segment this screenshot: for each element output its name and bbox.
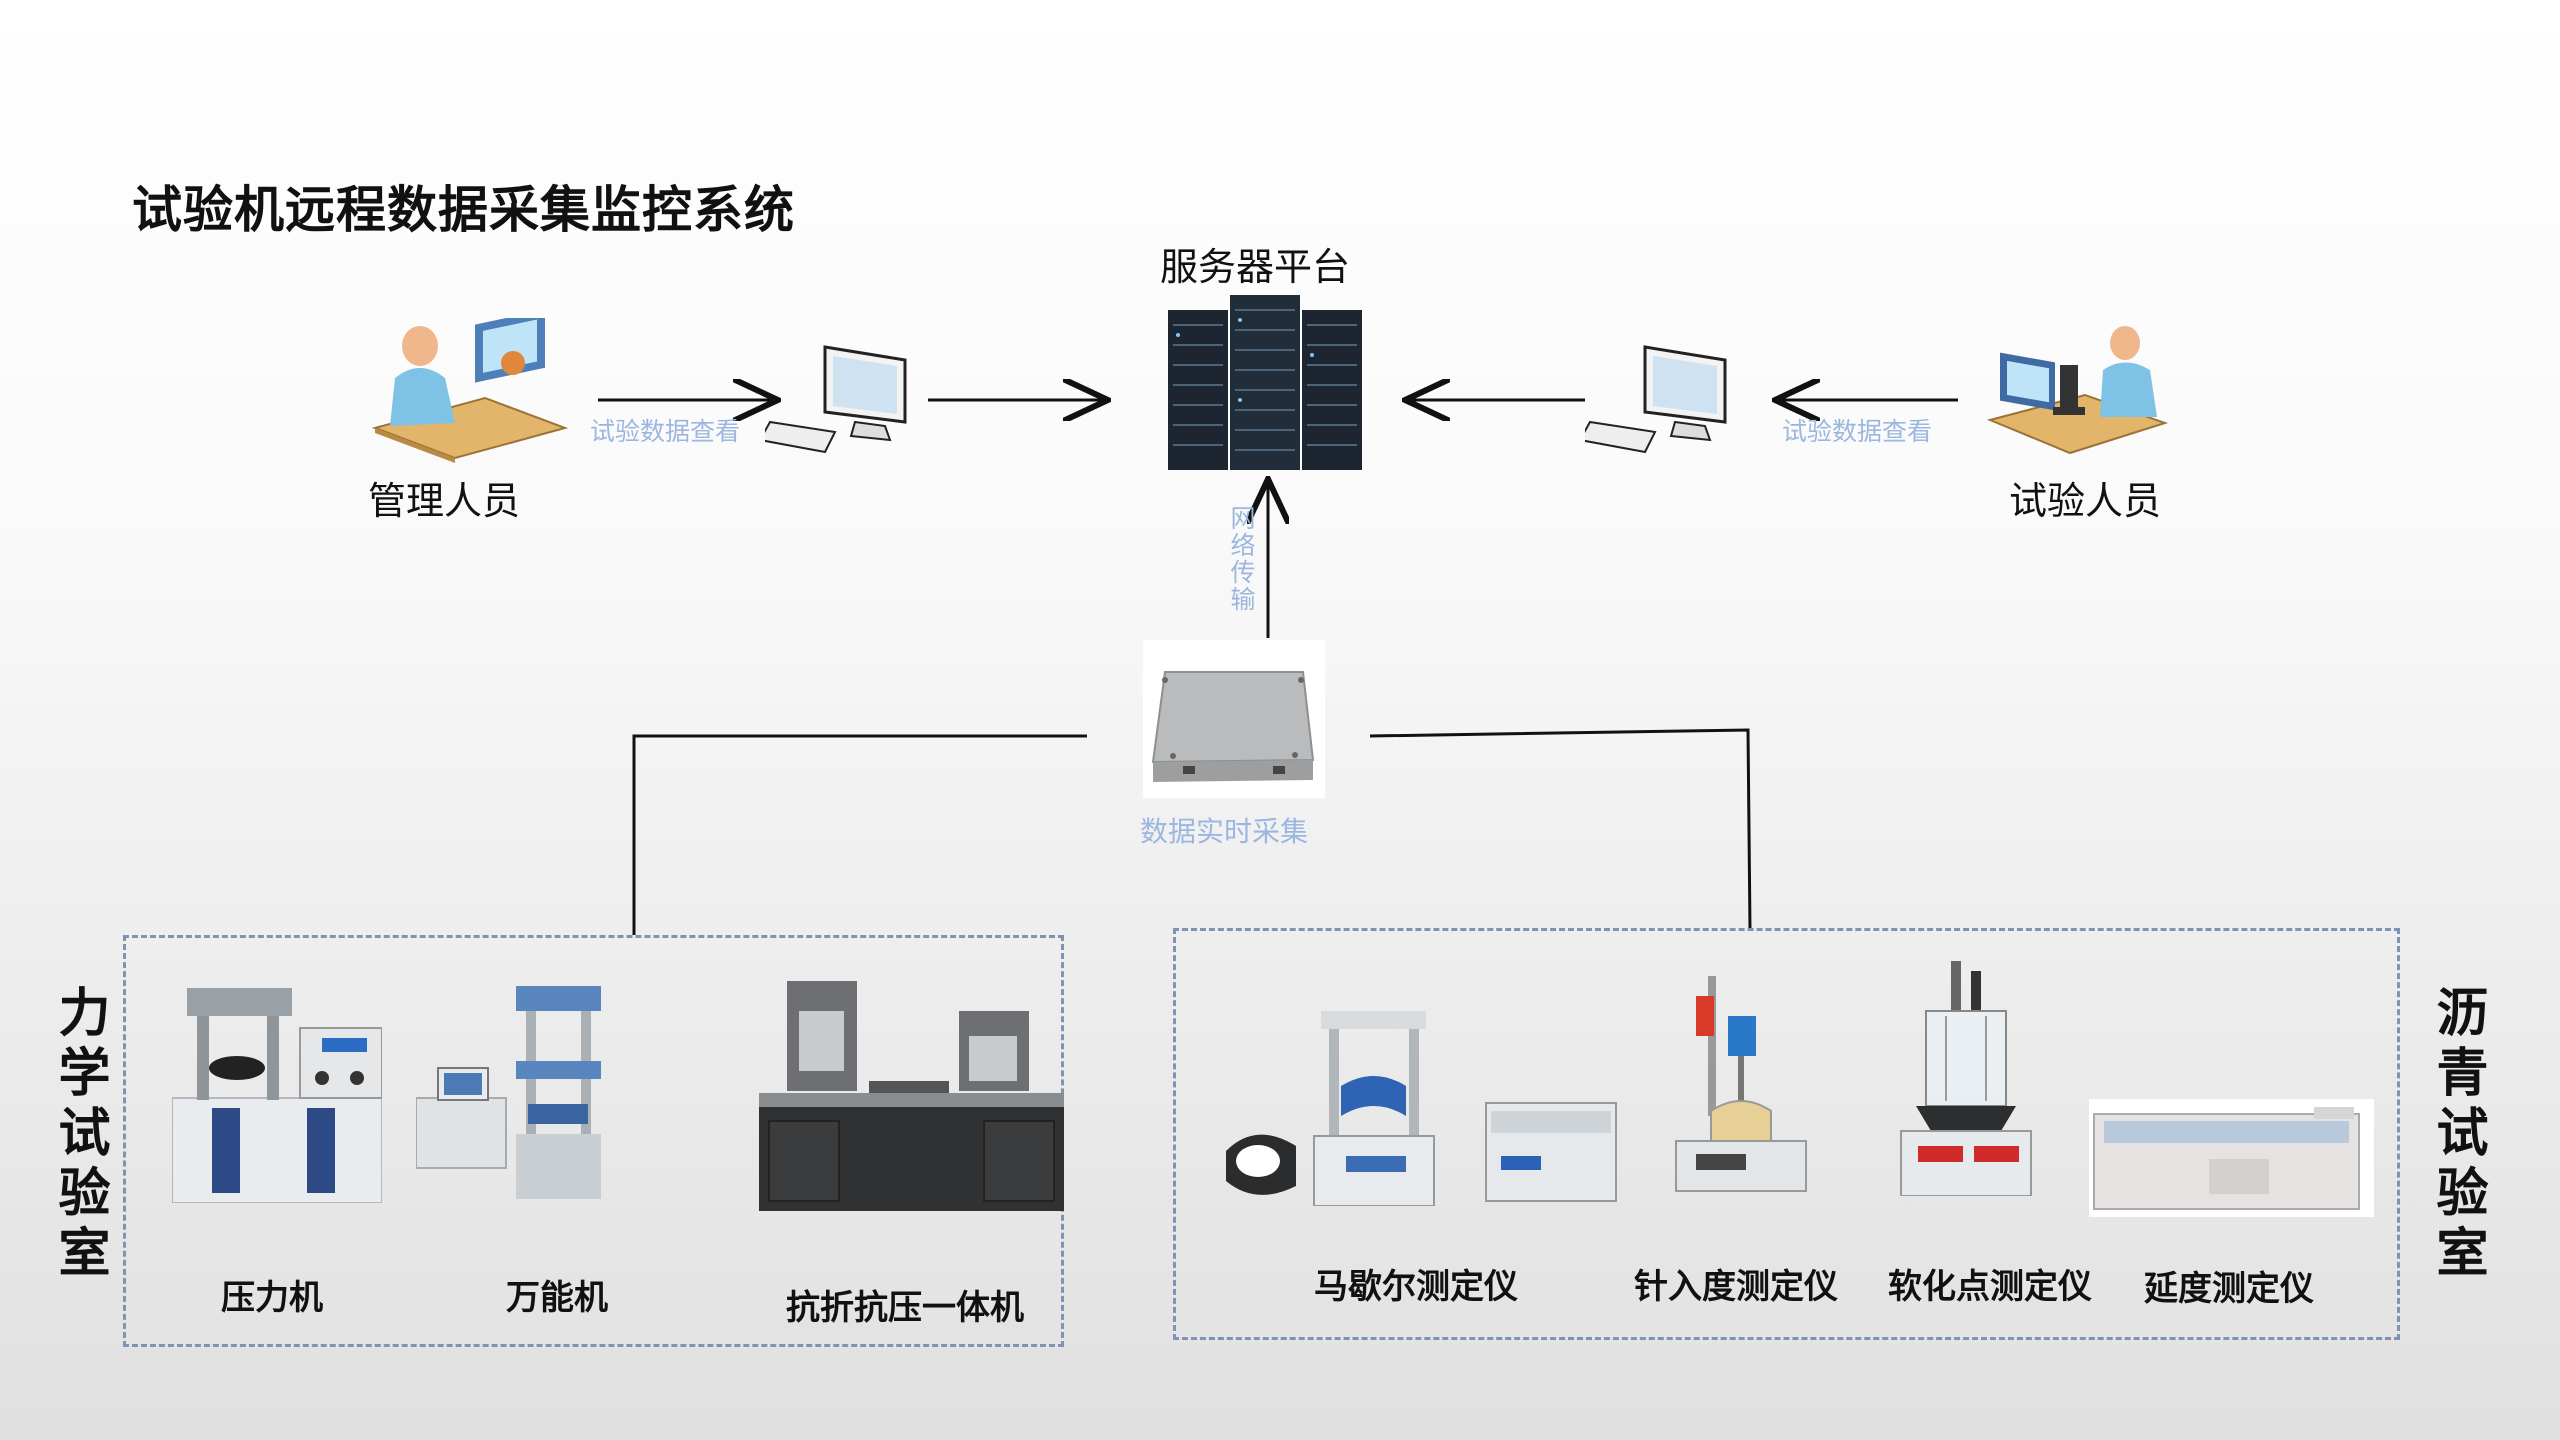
data-collector-box bbox=[1143, 640, 1325, 798]
admin-computer-icon bbox=[765, 345, 907, 454]
universal-machine-label: 万能机 bbox=[506, 1278, 608, 1318]
collector-label: 数据实时采集 bbox=[1140, 815, 1309, 848]
marshall-tester-image bbox=[1226, 1011, 1617, 1206]
mechanics-lab-box: 压力机 万能机 抗折抗压一体机 bbox=[123, 935, 1064, 1347]
admin-person-icon bbox=[371, 318, 569, 463]
admin-label: 管理人员 bbox=[368, 479, 521, 523]
penetration-tester-label: 针入度测定仪 bbox=[1634, 1267, 1838, 1307]
tester-person-icon bbox=[1986, 326, 2169, 455]
pressure-machine-image bbox=[172, 988, 382, 1203]
admin-link-label: 试验数据查看 bbox=[590, 417, 741, 446]
marshall-tester-label: 马歇尔测定仪 bbox=[1314, 1267, 1518, 1307]
asphalt-lab-box: 马歇尔测定仪 针入度测定仪 软化点测定仪 延度测定仪 bbox=[1173, 928, 2400, 1340]
asphalt-lab-label: 沥青试验室 bbox=[2427, 985, 2487, 1285]
tester-label: 试验人员 bbox=[2009, 479, 2162, 523]
universal-machine-image bbox=[416, 986, 601, 1199]
ductility-tester-label: 延度测定仪 bbox=[2144, 1269, 2314, 1309]
tester-link-label: 试验数据查看 bbox=[1782, 417, 1933, 446]
ductility-tester-image bbox=[2089, 1099, 2374, 1217]
server-rack-icon bbox=[1168, 295, 1362, 470]
pressure-machine-label: 压力机 bbox=[221, 1278, 323, 1318]
network-label: 网络传输 bbox=[1227, 505, 1256, 613]
softening-point-tester-label: 软化点测定仪 bbox=[1888, 1267, 2092, 1307]
flexural-compression-machine-image bbox=[759, 981, 1064, 1211]
server-label: 服务器平台 bbox=[1160, 245, 1351, 289]
tester-computer-icon bbox=[1585, 345, 1727, 454]
softening-point-tester-image bbox=[1900, 961, 2032, 1196]
page-title: 试验机远程数据采集监控系统 bbox=[132, 181, 795, 239]
flexural-compression-machine-label: 抗折抗压一体机 bbox=[786, 1288, 1024, 1328]
penetration-tester-image bbox=[1675, 976, 1807, 1192]
mechanics-lab-label: 力学试验室 bbox=[49, 985, 109, 1285]
